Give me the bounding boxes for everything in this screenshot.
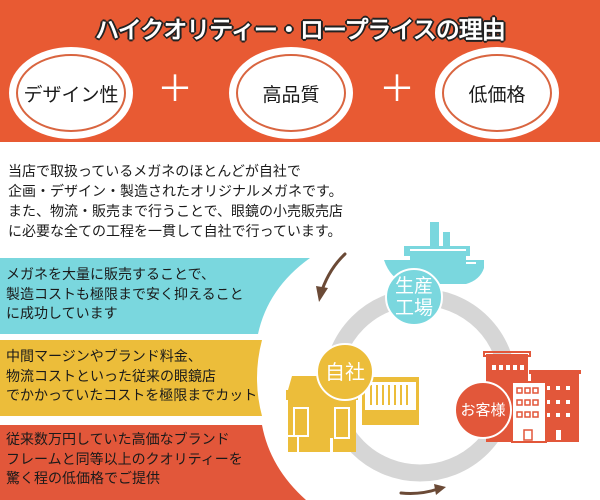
header-banner: ハイクオリティー・ロープライスの理由 デザイン性 ＋ 高品質 ＋ 低価格 (0, 0, 600, 142)
intro-line: に必要な全ての工程を一貫して自社で行っています。 (8, 224, 342, 240)
arrow-head-icon (316, 286, 328, 302)
plus-icon: ＋ (157, 69, 194, 110)
banner-low-price: 従来数万円していた高価なブランド フレームと同等以上のクオリティーを 驚く程の低… (0, 423, 310, 500)
arrow-head-icon (434, 484, 446, 495)
banner-line: 物流コストといった従来の眼鏡店 (6, 368, 216, 385)
node-factory: 生産 工場 (385, 268, 443, 326)
node-customer-label: お客様 (460, 401, 506, 419)
node-company: 自社 (316, 343, 374, 401)
banner-line: 中間マージンやブランド料金、 (6, 349, 202, 365)
cycle-arrow-icon (399, 487, 440, 495)
supply-cycle-diagram: 生産 工場 自社 お客様 (280, 210, 600, 500)
pillar-low-price: 低価格 (438, 50, 556, 136)
banner-line: 従来数万円していた高価なブランド (6, 432, 230, 448)
node-factory-label-2: 工場 (394, 297, 433, 319)
node-company-label: 自社 (325, 360, 365, 384)
intro-paragraph: 当店で取扱っているメガネのほとんどが自社で 企画・デザイン・製造されたオリジナル… (8, 162, 408, 242)
pillar-design: デザイン性 (12, 50, 130, 136)
pillar-design-label: デザイン性 (23, 83, 119, 106)
banner-line: メガネを大量に販売することで、 (6, 267, 216, 283)
banner-cost-cut: 中間マージンやブランド料金、 物流コストといった従来の眼鏡店 でかかっていたコス… (0, 340, 310, 416)
plus-icon: ＋ (379, 69, 416, 110)
intro-line: また、物流・販売まで行うことで、眼鏡の小売販売店 (8, 204, 344, 220)
banner-background (0, 340, 262, 416)
pillar-low-price-label: 低価格 (468, 83, 526, 106)
banner-line: に成功しています (6, 306, 118, 322)
banner-background (0, 258, 310, 334)
banner-mass-production: メガネを大量に販売することで、 製造コストも極限まで安く抑えること に成功してい… (0, 258, 310, 334)
page-title: ハイクオリティー・ロープライスの理由 (95, 15, 505, 44)
banner-line: でかかっていたコストを極限までカット (6, 388, 258, 404)
cycle-arrow-icon (320, 252, 347, 292)
pillar-quality-label: 高品質 (262, 83, 320, 106)
banner-line: 驚く程の低価格でご提供 (6, 471, 160, 487)
intro-line: 企画・デザイン・製造されたオリジナルメガネです。 (8, 184, 343, 200)
intro-line: 当店で取扱っているメガネのほとんどが自社で (8, 164, 301, 180)
pillar-quality: 高品質 (232, 50, 350, 136)
node-factory-label-1: 生産 (394, 275, 433, 297)
banner-background (0, 425, 306, 500)
banner-line: フレームと同等以上のクオリティーを (6, 451, 243, 468)
banner-line: 製造コストも極限まで安く抑えること (6, 286, 244, 303)
node-customer: お客様 (454, 381, 512, 439)
